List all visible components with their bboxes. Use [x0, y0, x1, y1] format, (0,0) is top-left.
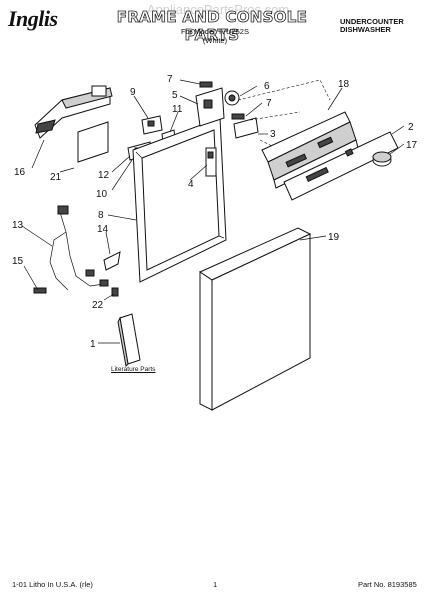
- callout-10: 10: [96, 189, 108, 200]
- callout-11: 11: [172, 104, 183, 115]
- part-4-latch: [205, 147, 217, 177]
- footer-part-number: Part No. 8193585: [358, 580, 417, 589]
- literature-parts-label: Literature Parts: [111, 366, 156, 373]
- callout-6: 6: [264, 81, 270, 92]
- color-line: (White): [202, 36, 228, 45]
- callout-21: 21: [50, 172, 62, 183]
- callout-7-upper: 7: [167, 74, 173, 85]
- page-title: FRAME AND CONSOLE PARTS: [116, 8, 308, 45]
- part-22-clip: [111, 287, 119, 297]
- part-17-knob: [372, 151, 392, 167]
- brand-logo: Inglis: [8, 6, 58, 31]
- callout-17: 17: [406, 140, 418, 151]
- callout-18: 18: [338, 79, 350, 90]
- footer-page-number: 1: [213, 580, 218, 589]
- parts-5-6-7-hinge-screws: [195, 81, 245, 127]
- callout-9: 9: [130, 87, 136, 98]
- callout-1: 1: [90, 339, 96, 350]
- callout-12: 12: [98, 170, 110, 181]
- part-18-console: [261, 111, 359, 189]
- callout-19: 19: [328, 232, 340, 243]
- callout-22: 22: [92, 300, 104, 311]
- part-3-clip: [233, 117, 259, 139]
- product-type-line-2: DISHWASHER: [340, 25, 391, 34]
- footer-litho: 1-01 Litho In U.S.A. (rle): [12, 580, 93, 589]
- callout-7-lower: 7: [266, 98, 272, 109]
- watermark-text: AppliancePartsPros.com: [146, 2, 290, 17]
- model-line: For Model: IVU252S: [181, 27, 249, 36]
- product-type-line-1: UNDERCOUNTER: [340, 17, 404, 26]
- part-21-panel: [77, 121, 109, 163]
- callout-13: 13: [12, 220, 24, 231]
- part-14-thermostat: [103, 251, 121, 271]
- part-19-access-panel: [198, 227, 312, 411]
- part-8-frame: [132, 117, 227, 283]
- part-13-wire-harness: [49, 205, 109, 291]
- callout-5: 5: [172, 90, 178, 101]
- callout-4: 4: [188, 179, 194, 190]
- callout-3: 3: [270, 129, 276, 140]
- callout-2: 2: [408, 122, 414, 133]
- callout-16: 16: [14, 167, 26, 178]
- callout-14: 14: [97, 224, 109, 235]
- callout-15: 15: [12, 256, 24, 267]
- part-1-literature: [117, 313, 141, 368]
- part-16-control-housing: [34, 85, 113, 139]
- part-15-screw: [23, 265, 47, 294]
- callout-8: 8: [98, 210, 104, 221]
